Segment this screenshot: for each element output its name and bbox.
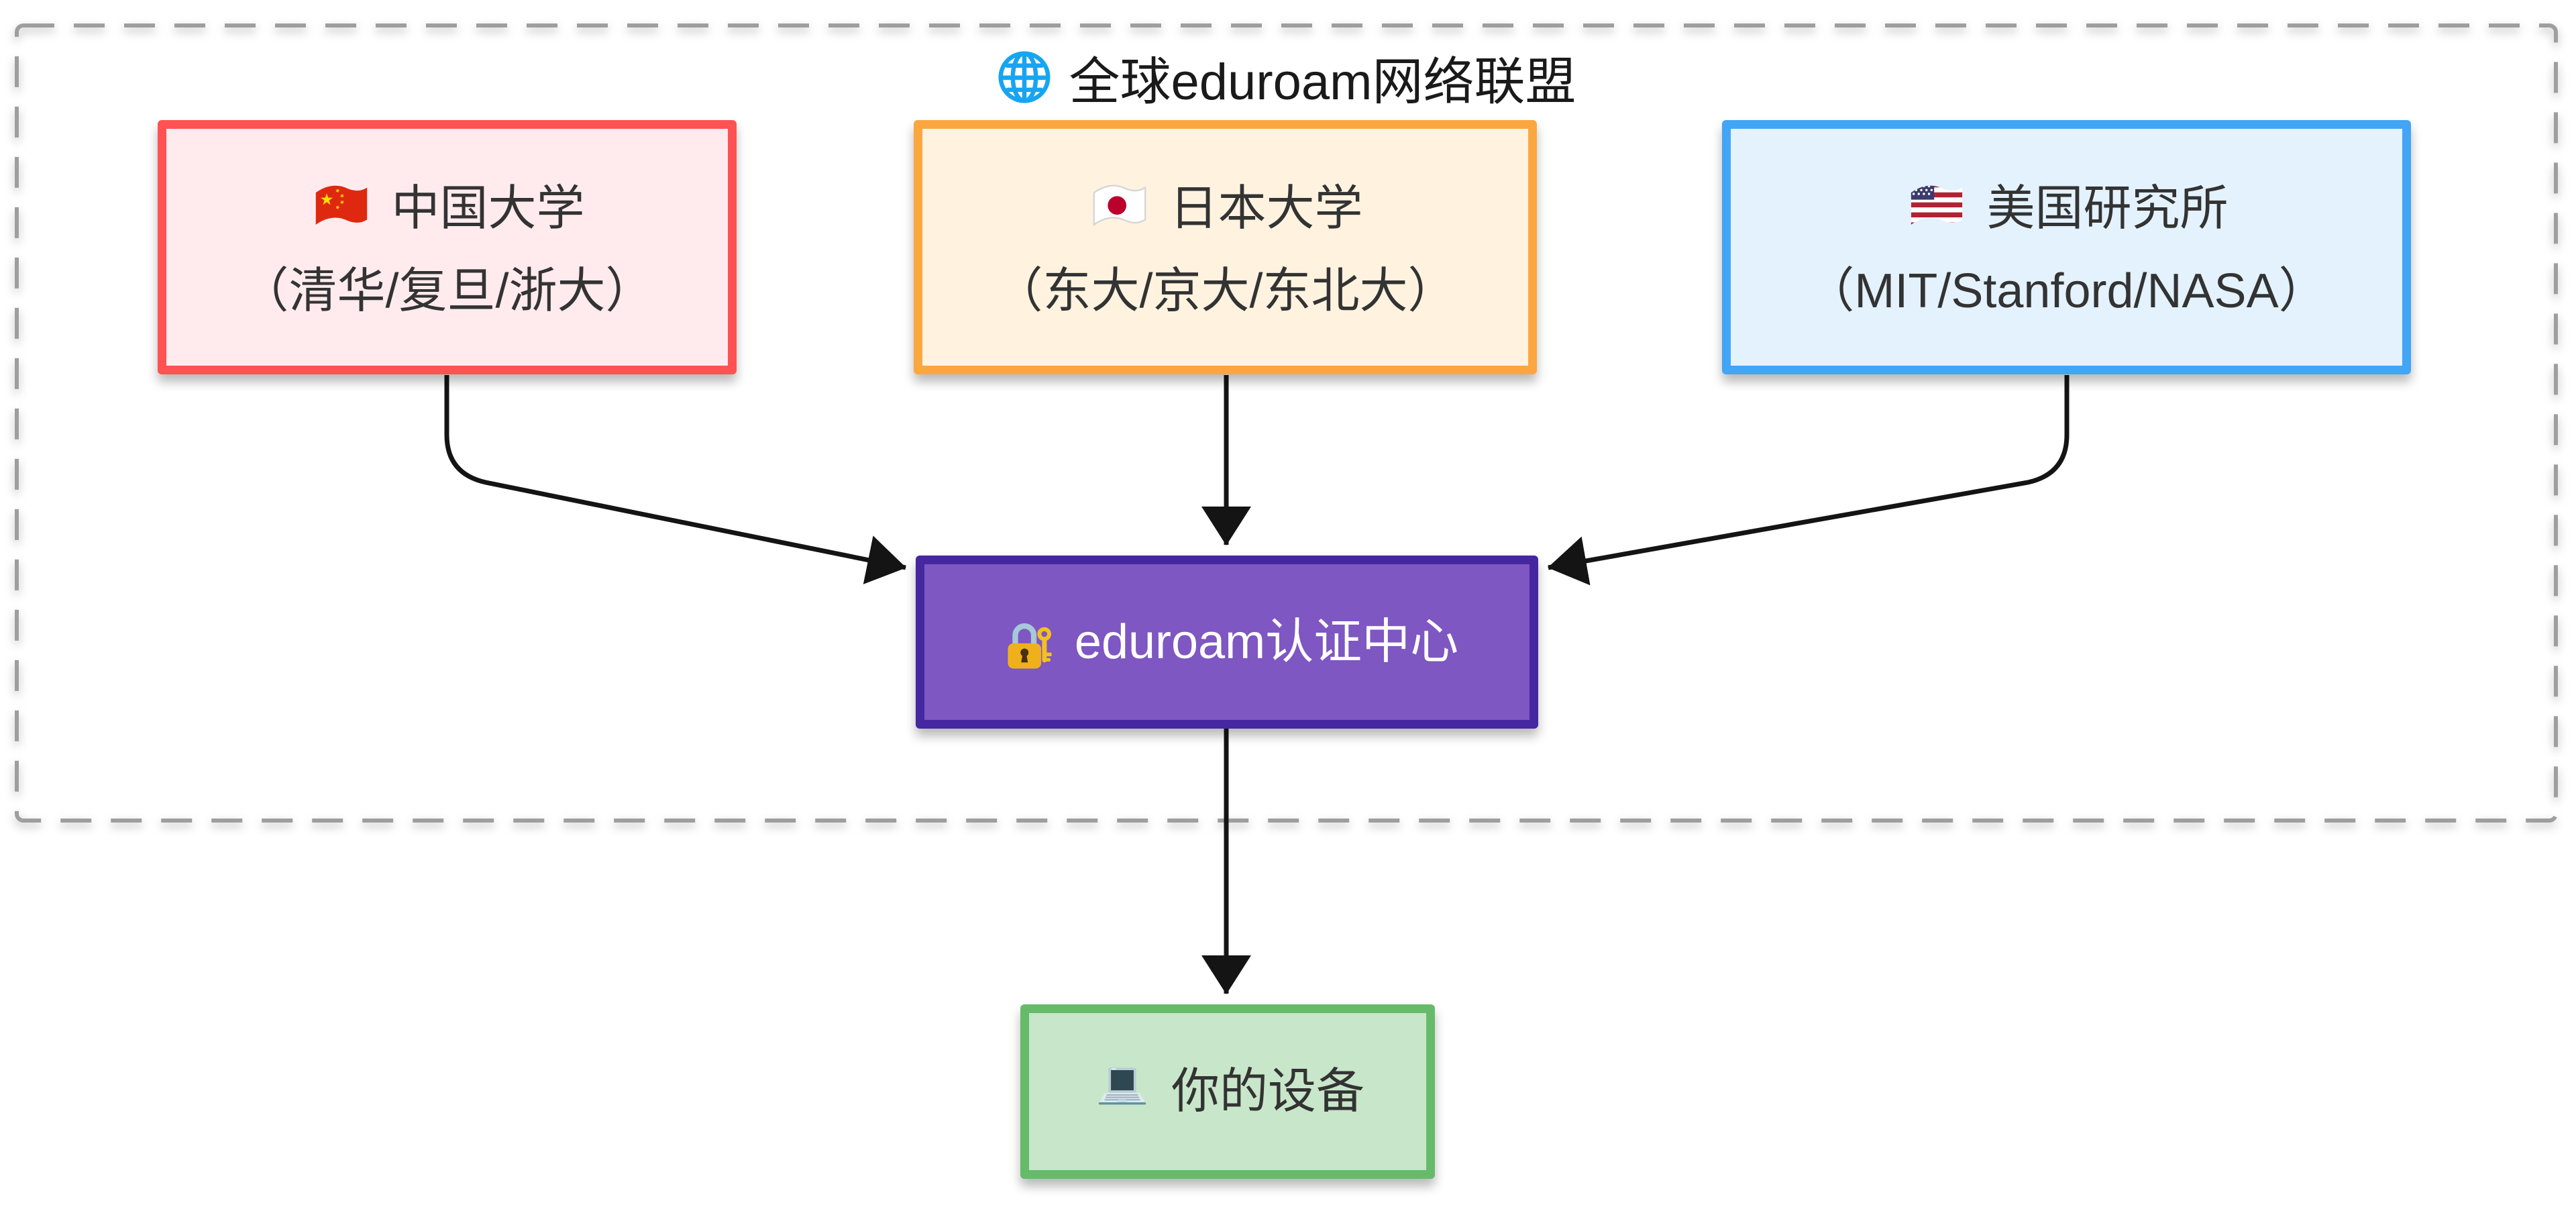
node-china-universities: 中国大学 （清华/复旦/浙大） (158, 120, 737, 374)
usa-subtitle-text: （MIT/Stanford/NASA） (1806, 264, 2327, 318)
usa-title-text: 美国研究所 (1986, 181, 2229, 235)
node-usa-institutes: 美国研究所 （MIT/Stanford/NASA） (1722, 120, 2411, 374)
us-flag-icon (1911, 185, 1963, 225)
china-line2: （清华/复旦/浙大） (240, 267, 653, 315)
auth-label-row: eduroam认证中心 (996, 611, 1458, 673)
usa-line2: （MIT/Stanford/NASA） (1806, 267, 2326, 315)
node-japan-universities: 日本大学 （东大/京大/东北大） (914, 120, 1537, 374)
globe-with-meridians-icon (998, 51, 1051, 103)
cluster-dashed-border (15, 23, 2558, 823)
laptop-icon (1098, 1067, 1146, 1105)
china-title-text: 中国大学 (391, 181, 585, 235)
japan-line2: （东大/京大/东北大） (994, 267, 1456, 315)
japan-line1: 日本大学 (1087, 180, 1363, 238)
edge-china-to-auth (444, 375, 906, 584)
japan-flag-icon (1093, 185, 1146, 226)
japan-title-text: 日本大学 (1169, 181, 1363, 235)
device-label-text: 你的设备 (1171, 1065, 1364, 1118)
usa-line1: 美国研究所 (1904, 180, 2229, 238)
node-your-device: 你的设备 (1020, 1004, 1435, 1179)
japan-subtitle-text: （东大/京大/东北大） (994, 264, 1456, 318)
cluster-title-text: 全球eduroam网络联盟 (1069, 54, 1576, 111)
china-flag-icon (316, 185, 368, 225)
china-line1: 中国大学 (309, 180, 585, 238)
cluster-title: 全球eduroam网络联盟 (17, 40, 2556, 114)
edge-usa-to-auth (1548, 375, 2070, 586)
china-subtitle-text: （清华/复旦/浙大） (240, 264, 654, 318)
device-label-row: 你的设备 (1091, 1060, 1364, 1123)
node-eduroam-auth-center: eduroam认证中心 (916, 556, 1538, 729)
lock-with-key-icon (1008, 623, 1052, 669)
auth-label-text: eduroam认证中心 (1074, 615, 1459, 669)
